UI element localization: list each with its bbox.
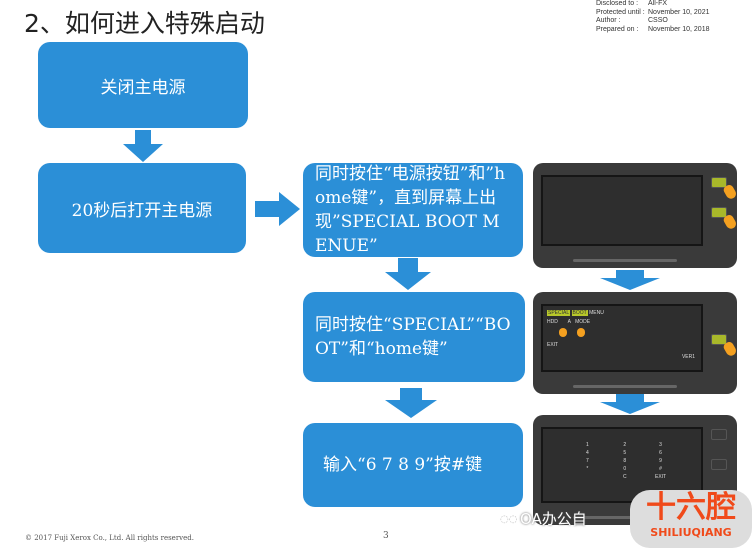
step-4-text: 同时按住“SPECIAL”“BOOT”和“home键” [315,315,511,359]
exit-label: EXIT [547,342,559,348]
menu-label: MENU [589,310,604,316]
wechat-icon: ◌◌ [500,514,518,525]
version-label: VER1 [681,354,695,360]
device-panel-2: SPECIAL BOOT MENU HDD A MODE EXIT VER1 [533,292,738,394]
key: 7 [586,458,589,464]
key: C [623,474,627,480]
disclosure-info: Disclosed to :All-FX Protected until :No… [596,0,709,34]
meta-label: Protected until : [596,8,645,16]
meta-label: Disclosed to : [596,0,639,7]
arrow-down-icon [600,394,660,414]
step-2-text: 20秒后打开主电源 [71,200,213,221]
meta-value: November 10, 2021 [648,8,710,16]
finger-icon [577,328,585,337]
finger-icon [559,328,567,337]
arrow-down-icon [123,130,163,162]
step-4-box: 同时按住“SPECIAL”“BOOT”和“home键” [303,292,525,382]
key: 6 [659,450,662,456]
boot-option: BOOT [571,310,588,316]
key: 8 [623,458,627,464]
step-1-text: 关闭主电源 [100,77,186,98]
key: 2 [623,442,627,448]
key: * [586,466,589,472]
arrow-down-icon [385,258,431,290]
key: 4 [586,450,589,456]
arrow-down-icon [385,388,437,418]
meta-value: All-FX [648,0,668,7]
copyright: © 2017 Fuji Xerox Co., Ltd. All rights r… [25,534,194,542]
meta-value: November 10, 2018 [648,25,710,33]
meta-label: Author : [596,17,621,24]
label-a: A [567,319,571,325]
watermark-logo: 十六腔 SHILIUQIANG [630,490,752,548]
arrow-right-icon [255,192,300,226]
page-title: 2、如何进入特殊启动 [24,9,265,38]
meta-label: Prepared on : [596,25,639,33]
step-3-box: 同时按住“电源按钮”和”home键”，直到屏幕上出现”SPECIAL BOOT … [303,163,523,257]
watermark-text: OA办公自 [520,510,587,528]
step-3-text: 同时按住“电源按钮”和”home键”，直到屏幕上出现”SPECIAL BOOT … [315,164,506,256]
device-panel-1 [533,163,738,268]
device-screen [541,175,703,246]
key: EXIT [655,474,667,480]
key: 3 [659,442,662,448]
key: # [659,466,662,472]
key: 9 [659,458,662,464]
step-1-box: 关闭主电源 [38,42,248,128]
key: 0 [623,466,627,472]
step-5-box: 输入“6 7 8 9”按#键 [303,423,523,507]
page-number: 3 [383,531,389,541]
key: 1 [586,442,589,448]
hdd-label: HDD [547,319,558,325]
logo-subtext: SHILIUQIANG [650,526,732,539]
special-option: SPECIAL [547,310,571,316]
logo-text: 十六腔 [646,490,736,525]
meta-value: CSSO [648,17,668,24]
mode-label: MODE [575,319,591,325]
step-5-text: 输入“6 7 8 9”按#键 [323,455,483,475]
step-2-box: 20秒后打开主电源 [38,163,246,253]
key: 5 [623,450,627,456]
device-screen: SPECIAL BOOT MENU HDD A MODE EXIT VER1 [541,304,703,372]
arrow-down-icon [600,270,660,290]
